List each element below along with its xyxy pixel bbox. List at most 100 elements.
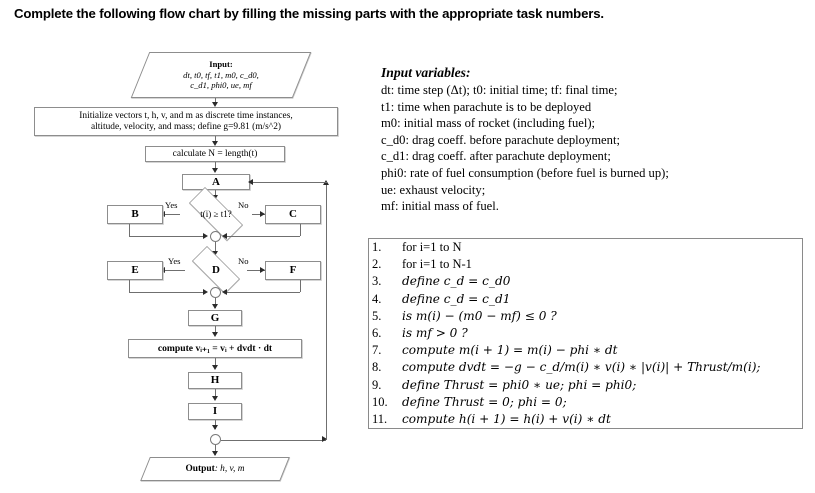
input-node-line1: dt, t0, tf, t1, m0, c_d0, [183,69,259,80]
task-number: 5. [372,308,382,323]
initialize-line2: altitude, velocity, and mass; define g=9… [90,121,282,132]
arrowhead-left [222,288,227,295]
arrowhead-down [211,102,218,107]
flow-node-b: B [107,205,163,224]
connector-compute-to-h [215,358,216,368]
task-number: 6. [372,326,382,341]
task-row: 2. for i=1 to N-1 [369,256,802,273]
arrowhead-down [211,332,218,337]
connector-input-to-init [215,98,216,105]
decision1-label: t(i) ≥ t1? [200,209,232,219]
arrowhead-down [211,141,218,146]
task-row: 9. define Thrust = phi0 ∗ ue; phi = phi0… [369,377,802,394]
flow-node-c: C [265,205,321,224]
initialize-line1: Initialize vectors t, h, v, and m as dis… [79,110,293,121]
page-title: Complete the following flow chart by fil… [14,6,604,21]
task-text: define Thrust = phi0 ∗ ue; phi = phi0; [402,377,637,392]
flow-node-f: F [265,261,321,280]
arrowhead-down [211,365,218,370]
task-list-panel: 1. for i=1 to N 2. for i=1 to N-1 3. def… [368,238,803,429]
box-f-label: F [289,264,297,276]
merge1-left-horizontal [129,236,205,237]
input-variable-line: m0: initial mass of rocket (including fu… [381,116,596,131]
flow-node-a: A [182,174,250,190]
task-number: 9. [372,377,382,392]
label-yes-2: Yes [168,256,181,266]
label-no-2: No [238,256,249,266]
arrowhead-right [260,210,265,217]
arrowhead-down [211,396,218,401]
task-text: compute dvdt = −g − c_d/m(i) ∗ v(i) ∗ |v… [402,360,761,375]
feedback-top-horizontal [253,182,327,183]
feedback-vertical [326,182,327,440]
task-row: 10. define Thrust = 0; phi = 0; [369,394,802,411]
arrowhead-left [222,232,227,239]
arrowhead-right [203,288,208,295]
task-number: 1. [372,240,382,254]
merge-junction-1 [210,231,221,242]
arrowhead-down [211,304,218,309]
connector-a-to-decision1 [215,190,216,198]
flow-node-initialize: Initialize vectors t, h, v, and m as dis… [34,107,338,136]
box-c-label: C [289,208,297,220]
decision2-label: D [212,264,220,276]
task-number: 8. [372,360,382,375]
task-number: 2. [372,257,382,272]
task-number: 10. [372,394,388,409]
flow-decision-d: D [183,246,249,294]
feedback-bottom-horizontal [221,439,326,441]
connector-calc-to-a [215,162,216,171]
task-row: 7. compute m(i + 1) = m(i) − phi ∗ dt [369,342,802,359]
task-text: for i=1 to N [402,240,462,254]
merge1-b-down [129,224,130,236]
merge2-left-horizontal [129,292,205,293]
task-text: compute h(i + 1) = h(i) + v(i) ∗ dt [402,412,611,427]
merge2-e-down [129,280,130,292]
task-text: define c_d = c_d0 [402,274,511,289]
connector-h-to-i [215,389,216,399]
box-h-label: H [210,374,220,386]
branch-yes-2-line [163,270,185,271]
input-variable-line: mf: initial mass of fuel. [381,199,499,214]
output-node-label: : h, v, m [214,463,245,474]
flow-node-g: G [188,310,242,326]
box-g-label: G [210,311,220,324]
task-row: 4. define c_d = c_d1 [369,291,802,308]
merge2-f-down [300,280,301,292]
arrowhead-down [211,425,218,430]
flow-node-h: H [188,372,242,389]
task-row: 6. is mf > 0 ? [369,325,802,342]
flow-decision-t-ge-t1: t(i) ≥ t1? [178,187,254,241]
merge2-right-horizontal [225,292,300,293]
task-row: 11. compute h(i + 1) = h(i) + v(i) ∗ dt [369,411,802,428]
connector-init-to-calc [215,136,216,144]
merge1-right-horizontal [225,236,300,237]
flow-node-i: I [188,403,242,420]
input-variables-section: Input variables: dt: time step (Δt); t0:… [381,64,806,215]
task-number: 3. [372,274,382,289]
arrowhead-down [211,168,218,173]
connector-merge2-to-g [215,298,216,308]
task-text: for i=1 to N-1 [402,257,472,272]
task-row: 8. compute dvdt = −g − c_d/m(i) ∗ v(i) ∗… [369,359,802,376]
connector-g-to-compute [215,326,216,335]
compute-v-label: compute vᵢ₊₁ = vᵢ + dvdt · dt [157,343,273,354]
box-a-label: A [212,175,220,188]
input-variable-line: t1: time when parachute is to be deploye… [381,99,592,114]
input-variable-line: phi0: rate of fuel consumption (before f… [381,165,669,180]
flow-node-e: E [107,261,163,280]
input-variable-line: dt: time step (Δt); t0: initial time; tf… [381,83,618,97]
input-node-line2: c_d1, phi0, ue, mf [190,80,252,91]
input-variable-line: ue: exhaust velocity; [381,182,486,197]
task-text: define Thrust = 0; phi = 0; [402,394,567,409]
connector-i-to-junction3 [215,420,216,429]
input-variable-line: c_d1: drag coeff. after parachute deploy… [381,149,611,164]
task-text: is m(i) − (m0 − mf) ≤ 0 ? [402,308,557,323]
flow-node-input: Input: dt, t0, tf, t1, m0, c_d0, c_d1, p… [130,52,312,98]
task-row: 3. define c_d = c_d0 [369,273,802,290]
task-number: 7. [372,343,382,358]
box-e-label: E [131,264,139,276]
arrowhead-down [211,451,218,456]
arrowhead-left [248,178,253,185]
box-i-label: I [212,405,218,417]
